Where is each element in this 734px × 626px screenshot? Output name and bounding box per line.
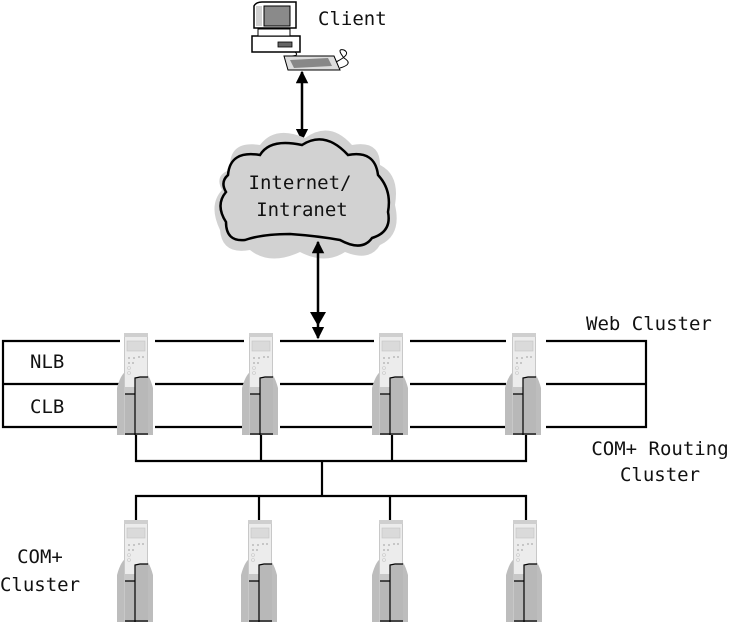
com-cluster-label-line1: COM+ [17,546,63,568]
web-cluster-box [1,339,648,429]
cloud-label-line2: Intranet [256,199,348,221]
routing-cluster-label-line2: Cluster [620,464,700,486]
cloud-label-line1: Internet/ [249,172,352,194]
web-cluster-label: Web Cluster [586,313,712,335]
com-server-3-icon[interactable] [371,519,409,623]
client-label: Client [318,8,387,30]
web-server-4-icon[interactable] [504,332,542,436]
client-computer-icon [251,1,349,71]
web-server-3-icon[interactable] [371,332,409,436]
com-server-4-icon[interactable] [505,519,543,623]
routing-connections [134,435,528,522]
clb-label: CLB [30,396,64,418]
com-server-1-icon[interactable] [116,519,154,623]
web-server-2-icon[interactable] [241,332,279,436]
routing-cluster-label-line1: COM+ Routing [591,438,728,460]
nlb-label: NLB [30,351,64,373]
com-server-2-icon[interactable] [240,519,278,623]
cloud-icon [214,130,397,259]
web-server-1-icon[interactable] [116,332,154,436]
com-cluster-label-line2: Cluster [0,574,80,596]
